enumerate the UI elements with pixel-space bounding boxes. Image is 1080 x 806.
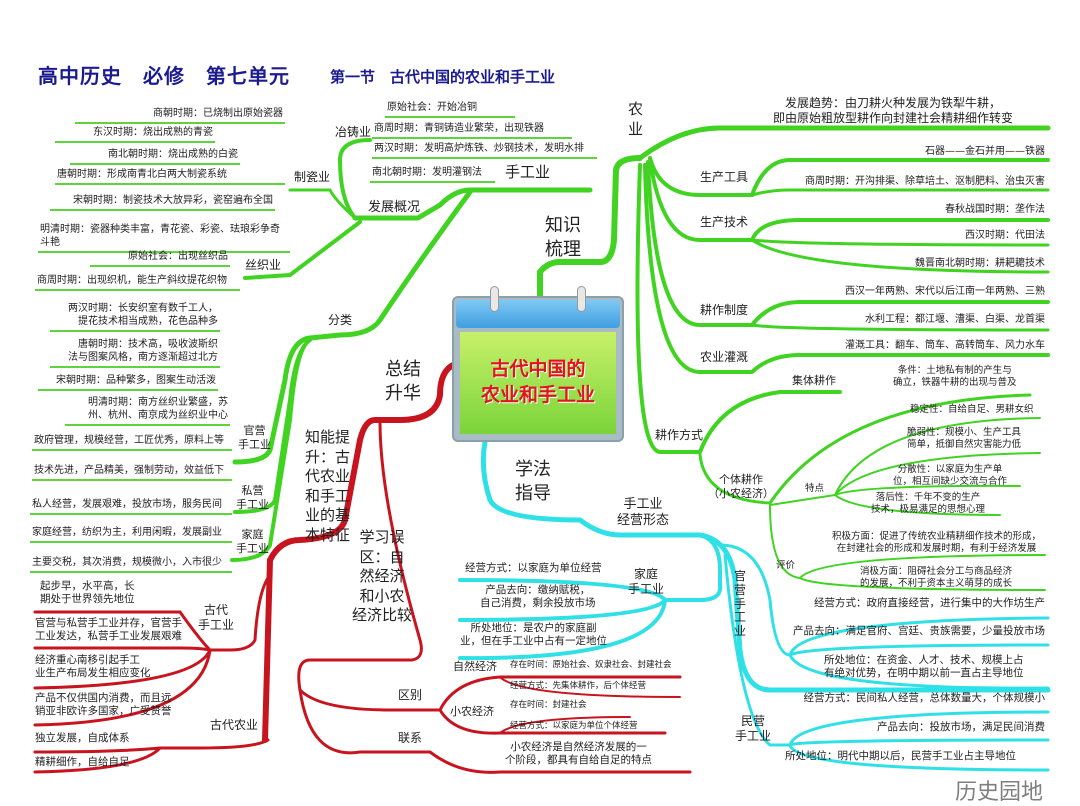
leaf: 明清时期：南方丝织业繁盛，苏 州、杭州、南京成为丝织业中心 — [65, 396, 230, 426]
calendar-ring-icon — [490, 286, 499, 312]
node-techniques[interactable]: 生产技术 — [700, 215, 749, 229]
leaf: 春秋战国时期：垄作法 — [945, 204, 1045, 215]
leaf: 灌溉工具：翻车、筒车、高转筒车、风力水车 — [845, 340, 1045, 351]
branch-summary[interactable]: 总结 升华 — [385, 359, 421, 405]
node-difference[interactable]: 区别 — [398, 688, 423, 702]
leaf: 南北朝时期：烧出成熟的白瓷 — [70, 148, 240, 165]
branch-knowledge[interactable]: 知识 梳理 — [545, 215, 581, 261]
leaf: 水利工程：都江堰、漕渠、白渠、龙首渠 — [865, 314, 1045, 325]
leaf: 西汉一年两熟、宋代以后江南一年两熟、三熟 — [845, 286, 1045, 297]
leaf: 官营与私营手工业并存，官营手 工业发达，私营手工业发展艰难 — [35, 617, 182, 643]
leaf: 经营方式：以家庭为单位个体经营 — [510, 721, 638, 731]
leaf: 家庭经营，纺织为主，利用闲暇，发展副业 — [30, 526, 232, 543]
node-agriculture[interactable]: 农 业 — [628, 100, 644, 138]
leaf: 所处地位：是农户的家庭副 业，但在手工业中占有一定地位 — [460, 622, 607, 648]
leaf: 石器——金石并用——铁器 — [925, 146, 1045, 157]
leaf: 脆弱性：规模小、生产工具 简单，抵御自然灾害能力低 — [907, 427, 1022, 450]
calendar-ring-icon — [577, 286, 586, 312]
leaf: 宋朝时期：品种繁多，图案生动活泼 — [38, 374, 218, 391]
node-collective-farming[interactable]: 集体耕作 — [792, 374, 836, 387]
node-silk[interactable]: 丝织业 — [245, 258, 282, 272]
leaf: 原始社会：开始冶铜 — [385, 101, 515, 118]
node-management-forms[interactable]: 手工业 经营形态 — [617, 497, 670, 529]
node-basic-features[interactable]: 知能提 升：古 代农业 和手工 业的基 本特征 — [305, 428, 351, 544]
leaf: 产品去向：满足官府、宫廷、贵族需要，少量投放市场 — [793, 625, 1045, 637]
node-ancient-agriculture[interactable]: 古代农业 — [210, 718, 259, 732]
leaf: 积极方面：促进了传统农业精耕细作技术的形成， 在封建社会的形成和发展时期，有利于… — [832, 531, 1042, 554]
leaf: 两汉时期：发明高炉炼铁、炒钢技术，发明水排 — [372, 142, 597, 159]
leaf: 技术先进，产品精美，强制劳动，效益低下 — [32, 464, 232, 481]
leaf: 分散性：以家庭为生产单 位，相互间缺少交流与合作 — [893, 464, 1008, 487]
node-private-handicraft-form[interactable]: 民营 手工业 — [735, 714, 772, 743]
leaf: 消极方面：阻碍社会分工与商品经济 的发展，不利于资本主义萌芽的成长 — [860, 566, 1013, 589]
leaf: 小农经济是自然经济发展的一 个阶段，都具有自给自足的特点 — [505, 741, 652, 767]
leaf: 所处地位：在资金、人才、技术、规模上占 有绝对优势，在明中期以前一直占主导地位 — [824, 654, 1024, 680]
node-individual-farming[interactable]: 个体耕作 （小农经济） — [708, 473, 774, 500]
node-ceramics[interactable]: 制瓷业 — [294, 170, 331, 184]
leaf: 南北朝时期：发明灌钢法 — [370, 166, 495, 183]
leaf: 经营方式：政府直接经营，进行集中的大作坊生产 — [814, 597, 1045, 609]
leaf: 主要交税，其次消费，规模微小，入市很少 — [30, 556, 232, 573]
leaf: 落后性：千年不变的生产 技术，极易满足的思想心理 — [871, 492, 986, 515]
leaf: 产品不仅供国内消费，而且远 销亚非欧许多国家，广受赞誉 — [35, 692, 172, 718]
node-natural-economy[interactable]: 自然经济 — [453, 660, 497, 673]
node-farming-system[interactable]: 耕作制度 — [700, 303, 749, 317]
leaf: 政府管理，规模经营，工匠优秀，原料上等 — [32, 434, 232, 451]
leaf: 稳定性：自给自足、男耕女织 — [910, 404, 1034, 415]
node-small-peasant-economy[interactable]: 小农经济 — [450, 705, 494, 718]
node-metallurgy[interactable]: 冶铸业 — [335, 125, 372, 139]
leaf: 明清时期：瓷器种类丰富，青花瓷、彩瓷、珐琅彩争奇斗艳 — [38, 223, 290, 253]
node-types[interactable]: 分类 — [328, 313, 353, 327]
leaf: 宋朝时期：制瓷技术大放异彩，瓷窑遍布全国 — [50, 194, 275, 211]
node-official-handicraft[interactable]: 官营 手工业 — [238, 424, 271, 451]
leaf: 商周时期：青铜铸造业繁荣，出现铁器 — [372, 122, 572, 139]
leaf: 条件：土地私有制的产生与 确立，铁器牛耕的出现与普及 — [893, 365, 1017, 388]
page-subtitle: 第一节 古代中国的农业和手工业 — [330, 68, 556, 86]
node-misconceptions[interactable]: 学习误 区：自 然经济 和小农 经济比较 — [352, 528, 413, 624]
node-handicraft[interactable]: 手工业 — [505, 163, 551, 181]
node-evaluation[interactable]: 评价 — [776, 560, 796, 571]
leaf: 起步早，水平高，长 期处于世界领先地位 — [40, 580, 135, 606]
leaf: 魏晋南北朝时期：耕耙耱技术 — [915, 258, 1045, 269]
leaf: 商周时期：出现织机，能生产斜纹提花织物 — [35, 274, 240, 291]
node-features[interactable]: 特点 — [805, 483, 825, 494]
branch-method[interactable]: 学法 指导 — [515, 459, 551, 505]
leaf: 经营方式：民间私人经营，总体数量大，个体规模小 — [803, 692, 1046, 704]
leaf: 原始社会：出现丝织品 — [90, 250, 230, 267]
node-official-handicraft-form[interactable]: 官 营 手 工 业 — [734, 569, 747, 639]
leaf: 独立发展，自成体系 — [35, 732, 130, 744]
page-title: 高中历史 必修 第七单元 — [38, 64, 290, 88]
node-tools[interactable]: 生产工具 — [700, 170, 749, 184]
leaf: 经营方式：以家庭为单位经营 — [465, 562, 602, 574]
leaf: 西汉时期：代田法 — [965, 230, 1045, 241]
node-development[interactable]: 发展概况 — [368, 200, 421, 215]
leaf: 存在时间：封建社会 — [510, 700, 587, 710]
leaf: 精耕细作，自给自足 — [35, 756, 130, 768]
leaf: 唐朝时期：技术高，吸收波斯织 法与图案风格，南方逐渐超过北方 — [50, 338, 220, 368]
node-family-handicraft-form[interactable]: 家庭 手工业 — [628, 567, 665, 596]
watermark-logo: 历史园地 — [955, 780, 1044, 805]
leaf: 唐朝时期：形成南青北白两大制瓷系统 — [55, 168, 285, 185]
central-topic: 古代中国的 农业和手工业 — [480, 358, 595, 406]
leaf: 产品去向：投放市场，满足民间消费 — [877, 721, 1045, 733]
agriculture-trend: 发展趋势：由刀耕火种发展为铁犁牛耕， 即由原始粗放型耕作向封建社会精耕细作转变 — [773, 96, 1014, 125]
leaf: 所处地位：明代中期以后，民营手工业占主导地位 — [785, 750, 1016, 762]
leaf: 经济重心南移引起手工 业生产布局发生相应变化 — [35, 654, 151, 680]
leaf: 经营方式：先集体耕作，后个体经营 — [510, 681, 647, 691]
node-farming-method[interactable]: 耕作方式 — [655, 428, 704, 442]
node-private-handicraft[interactable]: 私营 手工业 — [236, 484, 269, 511]
node-family-handicraft[interactable]: 家庭 手工业 — [236, 528, 269, 555]
node-ancient-handicraft[interactable]: 古代 手工业 — [198, 603, 235, 632]
central-topic-card: 古代中国的 农业和手工业 — [452, 286, 624, 442]
node-relation[interactable]: 联系 — [398, 731, 423, 745]
leaf: 东汉时期：烧出成熟的青瓷 — [55, 126, 215, 143]
leaf: 私人经营，发展艰难，投放市场，服务民间 — [30, 498, 232, 515]
leaf: 产品去向：缴纳赋税， 自己消费，剩余投放市场 — [480, 584, 596, 610]
leaf: 存在时间：原始社会、奴隶社会、封建社会 — [510, 660, 672, 670]
leaf: 商朝时期：已烧制出原始瓷器 — [75, 107, 285, 124]
node-irrigation[interactable]: 农业灌溉 — [700, 350, 749, 364]
leaf: 商周时期：开沟排渠、除草培土、沤制肥料、治虫灭害 — [805, 176, 1045, 187]
leaf: 两汉时期：长安织室有数千工人， 提花技术相当成熟，花色品种多 — [50, 302, 220, 332]
